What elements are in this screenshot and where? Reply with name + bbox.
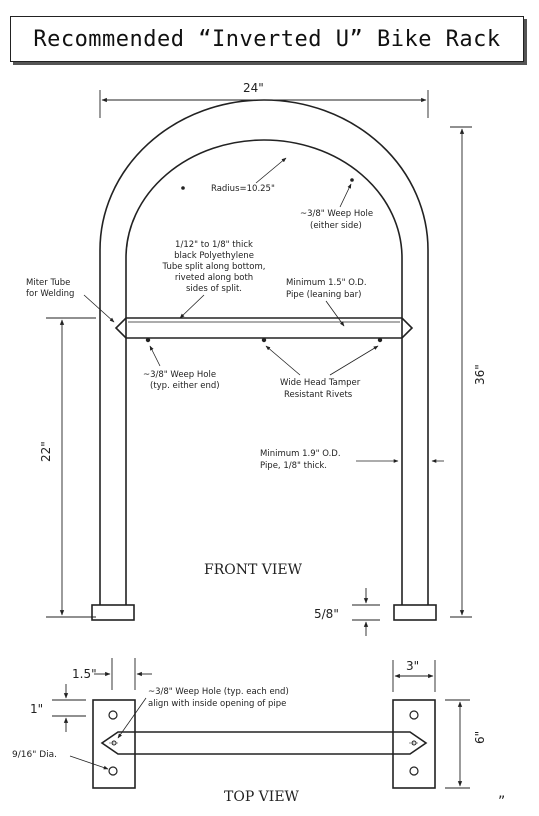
top-weep-note-1: ~3/8" Weep Hole (typ. each end) bbox=[148, 687, 289, 697]
svg-text:sides of split.: sides of split. bbox=[186, 284, 242, 294]
top-plate-right bbox=[392, 699, 436, 789]
u-frame-outer bbox=[99, 99, 429, 605]
weep-hole-top-right bbox=[350, 178, 354, 182]
miter-note-2: for Welding bbox=[26, 289, 74, 299]
hole-diameter-note: 9/16" Dia. bbox=[12, 750, 57, 760]
plate-hole bbox=[108, 766, 118, 776]
weep-hole-top-note-1: ~3/8" Weep Hole bbox=[300, 209, 373, 219]
base-plate-dimension: 5/8" bbox=[314, 607, 339, 621]
weep-hole-bottom-note-1: ~3/8" Weep Hole bbox=[143, 370, 216, 380]
front-view-label: FRONT VIEW bbox=[204, 562, 303, 578]
top-view: 1.5" 3" 1" 6" 9/16" Dia. ~3/8" Weep Hole… bbox=[12, 658, 487, 805]
title-box: Recommended “Inverted U” Bike Rack bbox=[10, 16, 524, 62]
svg-text:1/12" to 1/8" thick: 1/12" to 1/8" thick bbox=[175, 240, 253, 250]
pipe-note-1: Minimum 1.9" O.D. bbox=[260, 449, 341, 459]
front-view: 24" 36" 22" 5/8" Radius=10.25" ~3/8" Wee… bbox=[26, 81, 487, 636]
plate-hole bbox=[108, 710, 118, 720]
base-plate-left bbox=[91, 604, 135, 621]
width-dimension: 24" bbox=[243, 81, 264, 95]
plate-hole bbox=[409, 710, 419, 720]
weep-hole-top-left bbox=[181, 186, 185, 190]
u-frame-inner bbox=[125, 139, 403, 605]
radius-label: Radius=10.25" bbox=[211, 184, 275, 194]
sleeve-note: 1/12" to 1/8" thick black Polyethylene T… bbox=[162, 240, 266, 294]
weep-hole-bottom-note-2: (typ. either end) bbox=[150, 381, 220, 391]
weep-hole-left bbox=[145, 337, 151, 343]
pipe-note-2: Pipe, 1/8" thick. bbox=[260, 461, 327, 471]
svg-text:black Polyethylene: black Polyethylene bbox=[174, 251, 254, 261]
offset-dimension: 1" bbox=[30, 702, 43, 716]
plate-hole bbox=[409, 766, 419, 776]
bar-height-dimension: 22" bbox=[39, 441, 53, 462]
base-plate-right bbox=[393, 604, 437, 621]
top-plate-left bbox=[92, 699, 136, 789]
height-dimension: 36" bbox=[473, 364, 487, 385]
plate-width-dimension: 3" bbox=[406, 659, 419, 673]
leaning-bar-note-1: Minimum 1.5" O.D. bbox=[286, 278, 367, 288]
top-pipe bbox=[100, 731, 428, 755]
weep-hole-right bbox=[377, 337, 383, 343]
plate-height-dimension: 6" bbox=[473, 731, 487, 744]
rivets-note-2: Resistant Rivets bbox=[284, 390, 353, 400]
svg-text:Tube split along bottom,: Tube split along bottom, bbox=[162, 262, 266, 272]
svg-text:riveted along both: riveted along both bbox=[175, 273, 253, 283]
corner-mark: ” bbox=[498, 794, 505, 810]
top-view-label: TOP VIEW bbox=[224, 789, 300, 805]
weep-hole-top-note-2: (either side) bbox=[310, 221, 362, 231]
rivets-note-1: Wide Head Tamper bbox=[280, 378, 361, 388]
top-weep-note-2: align with inside opening of pipe bbox=[148, 699, 286, 709]
miter-note-1: Miter Tube bbox=[26, 278, 70, 288]
page-title: Recommended “Inverted U” Bike Rack bbox=[33, 26, 501, 52]
leaning-bar-note-2: Pipe (leaning bar) bbox=[286, 290, 361, 300]
rivet-center bbox=[261, 337, 267, 343]
leaning-bar bbox=[114, 317, 414, 339]
pipe-dimension: 1.5" bbox=[72, 667, 97, 681]
